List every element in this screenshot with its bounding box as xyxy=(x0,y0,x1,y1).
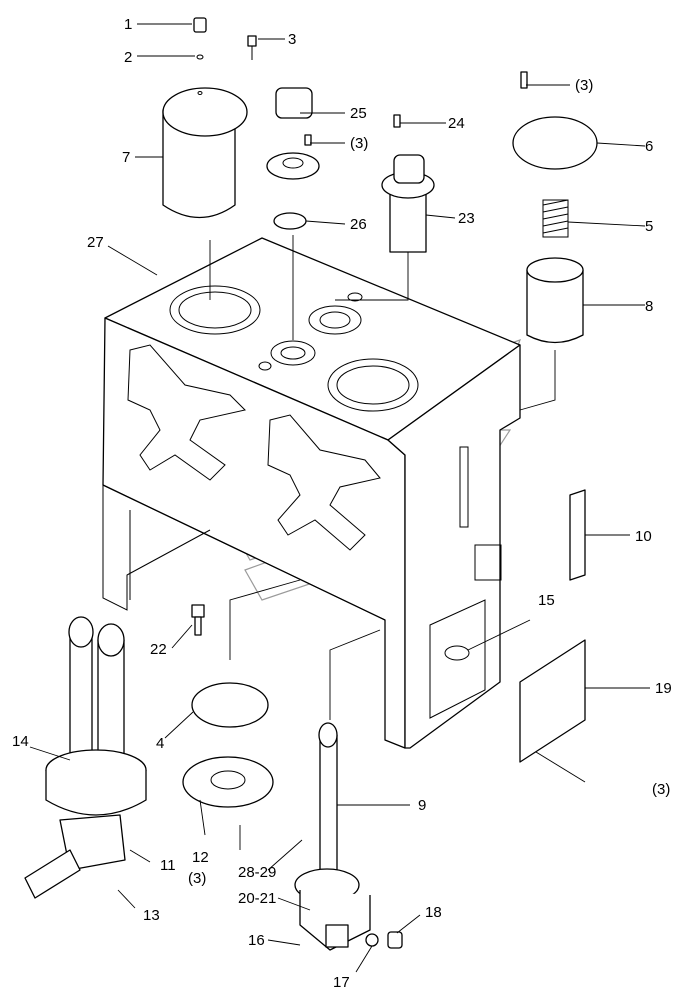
level-gauge xyxy=(569,489,586,581)
leader-lines xyxy=(29,23,650,973)
callout-4: 4 xyxy=(156,735,164,752)
callout-18: 18 xyxy=(425,904,442,921)
bolt-3 xyxy=(247,35,257,60)
flange xyxy=(182,756,274,808)
callout-labels: 1 2 3 25 (3) (3) 6 5 8 24 23 26 7 27 10 … xyxy=(12,16,672,991)
callout-23: 23 xyxy=(458,210,475,227)
callout-22: 22 xyxy=(150,641,167,658)
callout-24: 24 xyxy=(448,115,465,132)
callout-10: 10 xyxy=(635,528,652,545)
callout-27: 27 xyxy=(87,234,104,251)
callout-2: 2 xyxy=(124,49,132,66)
filler-cap xyxy=(266,87,320,230)
callout-20-21: 20-21 xyxy=(238,890,276,907)
callout-7: 7 xyxy=(122,149,130,166)
strainer-cup xyxy=(162,87,248,219)
callout-26: 26 xyxy=(350,216,367,233)
callout-15: 15 xyxy=(538,592,555,609)
callout-12: 12 xyxy=(192,849,209,866)
callout-6: 6 xyxy=(645,138,653,155)
gasket xyxy=(191,682,269,728)
callout-5: 5 xyxy=(645,218,653,235)
return-filter xyxy=(526,257,584,344)
callout-1: 1 xyxy=(124,16,132,33)
callout-9: 9 xyxy=(418,797,426,814)
callout-16: 16 xyxy=(248,932,265,949)
breather xyxy=(381,114,435,253)
callout-19: 19 xyxy=(655,680,672,697)
callout-25: 25 xyxy=(350,105,367,122)
callout-13: 13 xyxy=(143,907,160,924)
callout-11: 11 xyxy=(160,857,176,874)
spring xyxy=(542,199,569,238)
side-cover-plate xyxy=(519,639,586,763)
callout-3-cover: (3) xyxy=(575,77,593,94)
callout-3-flange: (3) xyxy=(188,870,206,887)
callout-14: 14 xyxy=(12,733,29,750)
callout-28-29: 28-29 xyxy=(238,864,276,881)
tank-body xyxy=(102,237,521,749)
callout-17: 17 xyxy=(333,974,350,991)
suction-pipes xyxy=(24,616,147,899)
callout-3-plate: (3) xyxy=(652,781,670,798)
return-pipe xyxy=(294,722,403,951)
bolt-22 xyxy=(191,604,205,636)
callout-3-cap: (3) xyxy=(350,135,368,152)
callout-3: 3 xyxy=(288,31,296,48)
vent-plug xyxy=(193,17,207,60)
callout-8: 8 xyxy=(645,298,653,315)
